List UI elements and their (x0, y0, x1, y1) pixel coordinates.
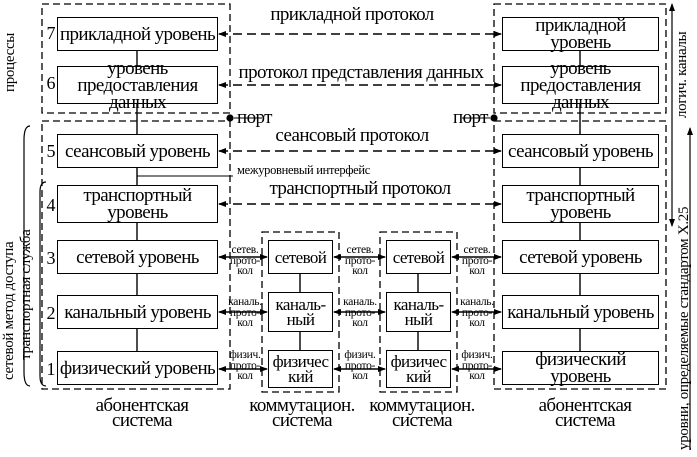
network-access-label: сетевой метод доступа (1, 241, 17, 380)
left-system-caption: абонентская система (95, 395, 189, 431)
transport-service-label: транспортная служба (18, 229, 34, 360)
left-datalink-layer: канальный уровень (57, 295, 218, 329)
transport-service-bracket (39, 181, 47, 387)
application-protocol-label: прикладной протокол (270, 4, 434, 25)
switch2-network-layer: сетевой (386, 240, 451, 274)
hop2-link-label: каналь. прото- кол (343, 296, 377, 329)
switch1-datalink-layer: каналь- ный (268, 292, 333, 332)
left-port-label: порт (237, 107, 272, 128)
switch1-network-layer: сетевой (268, 240, 333, 274)
layer-number-4: 4 (46, 195, 56, 215)
hop2-physical-label: физич. прото- кол (344, 349, 376, 382)
layer-number-3: 3 (46, 248, 56, 268)
layer-number-7: 7 (46, 23, 56, 43)
hop3-link-label: каналь. прото- кол (460, 296, 494, 329)
right-datalink-layer: канальный уровень (502, 295, 659, 329)
switch1-caption: коммутацион. система (249, 395, 355, 431)
left-application-layer: прикладной уровень (57, 17, 218, 51)
switch2-physical-layer: физичес кий (386, 350, 451, 388)
hop1-physical-label: физич. прото- кол (229, 349, 261, 382)
left-session-layer: сеансовый уровень (57, 134, 218, 168)
hop3-network-label: сетев. прото- кол (461, 244, 493, 277)
network-access-bracket (23, 125, 31, 387)
hop1-link-label: каналь. прото- кол (228, 296, 262, 329)
right-session-layer: сеансовый уровень (502, 134, 659, 168)
switch2-caption: коммутацион. система (369, 395, 475, 431)
logical-channels-label: логич. каналы (674, 31, 690, 118)
left-process-group-frame (41, 3, 231, 114)
switch2-datalink-layer: каналь- ный (386, 292, 451, 332)
right-application-layer: прикладной уровень (502, 16, 659, 52)
port-dot-icon (226, 114, 234, 122)
transport-protocol-label: транспортный протокол (269, 178, 451, 199)
hop3-physical-label: физич. прото- кол (461, 349, 493, 382)
right-system-caption: абонентская система (538, 395, 632, 431)
right-presentation-layer: уровень предоставления данных (502, 59, 659, 112)
layer-number-1: 1 (46, 359, 56, 379)
layer-number-5: 5 (46, 141, 56, 161)
interface-label: межуровневый интерфейс (237, 163, 371, 177)
x25-levels-label: уровни, определяемые стандартом X.25 (676, 206, 692, 450)
hop2-network-label: сетев. прото- кол (344, 244, 376, 277)
left-physical-layer: физический уровень (57, 351, 218, 385)
right-physical-layer: физический уровень (502, 350, 659, 386)
left-network-layer: сетевой уровень (57, 240, 218, 274)
processes-label: процессы (2, 32, 18, 92)
layer-number-2: 2 (46, 303, 56, 323)
port-dot-icon (490, 114, 498, 122)
layer-number-6: 6 (46, 73, 56, 93)
presentation-protocol-label: протокол представления данных (238, 62, 485, 83)
left-presentation-layer: уровень предоставления данных (57, 59, 218, 112)
right-network-layer: сетевой уровень (502, 240, 659, 274)
right-port-label: порт (453, 107, 488, 128)
switch1-physical-layer: физичес кий (268, 350, 333, 388)
right-transport-layer: транспортный уровень (502, 185, 659, 223)
hop1-network-label: сетев. прото- кол (229, 244, 261, 277)
session-protocol-label: сеансовый протокол (275, 125, 429, 146)
left-transport-layer: транспортный уровень (57, 185, 218, 223)
